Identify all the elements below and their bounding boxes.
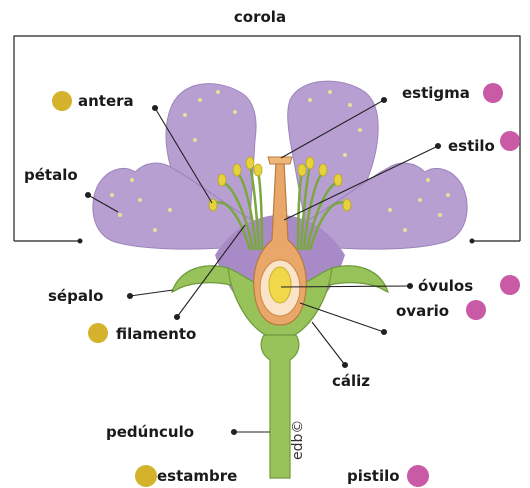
pistilo-dot	[407, 465, 429, 487]
estigma-dot	[483, 83, 503, 103]
sepalo-label: sépalo	[48, 287, 103, 305]
peduncul-label: pedúnculo	[106, 423, 194, 441]
ovules	[269, 267, 291, 303]
pistilo-label: pistilo	[347, 467, 400, 485]
antera-label: antera	[78, 92, 134, 110]
ovulos-label: óvulos	[418, 277, 473, 295]
caliz-label: cáliz	[332, 372, 370, 390]
filamento-label: filamento	[116, 325, 196, 343]
ovulos-dot	[500, 275, 520, 295]
ovario-label: ovario	[396, 302, 449, 320]
petalo-label: pétalo	[24, 166, 78, 184]
stigma	[268, 157, 292, 164]
filamento-dot	[88, 323, 108, 343]
estilo-label: estilo	[448, 137, 495, 155]
estigma-label: estigma	[402, 84, 470, 102]
antera-dot	[52, 91, 72, 111]
estambre-label: estambre	[157, 467, 237, 485]
ovario-dot	[466, 300, 486, 320]
estambre-dot	[135, 465, 157, 487]
watermark: edb©	[290, 420, 306, 460]
estilo-dot	[500, 131, 520, 151]
corola-label: corola	[234, 8, 286, 26]
